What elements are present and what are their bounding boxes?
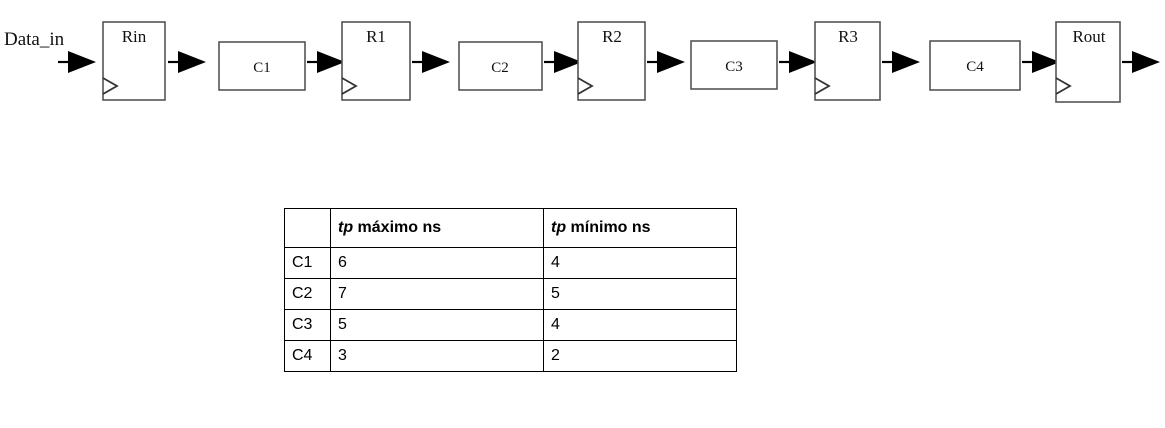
cell-c3-max: 5 (330, 309, 544, 341)
arrow-c2-to-r2 (542, 49, 584, 75)
comb-block-c1: C1 (218, 41, 306, 91)
register-block-r1: R1 (341, 21, 411, 101)
register-label-rout: Rout (1072, 27, 1105, 46)
column-header-tp-min-text: mínimo ns (566, 218, 651, 236)
table-row: C1 6 4 (284, 247, 737, 279)
arrow-r1-to-c2 (410, 49, 452, 75)
register-label-rin: Rin (122, 27, 147, 46)
pipeline-diagram: Data_in Rin C1 R1 (0, 0, 1165, 130)
arrow-c3-to-r3 (777, 49, 819, 75)
register-block-rout: Rout (1055, 21, 1121, 103)
table-row: C3 5 4 (284, 309, 737, 341)
row-header-c3: C3 (284, 309, 331, 341)
cell-c1-min: 4 (543, 247, 737, 279)
column-header-tp-min: tp mínimo ns (543, 208, 737, 248)
register-block-r2: R2 (577, 21, 646, 101)
table-row: C4 3 2 (284, 340, 737, 372)
comb-label-c3: C3 (725, 59, 743, 75)
arrow-c1-to-r1 (305, 49, 347, 75)
table-corner-cell (284, 208, 331, 248)
register-label-r1: R1 (366, 27, 386, 46)
cell-c4-max: 3 (330, 340, 544, 372)
cell-c2-min: 5 (543, 278, 737, 310)
table-row: C2 7 5 (284, 278, 737, 310)
arrow-r3-to-c4 (880, 49, 922, 75)
comb-label-c4: C4 (966, 59, 984, 75)
row-header-c1: C1 (284, 247, 331, 279)
register-block-r3: R3 (814, 21, 881, 101)
column-header-tp-max-text: máximo ns (353, 218, 442, 236)
arrow-rin-to-c1 (166, 49, 208, 75)
arrow-rout-to-output (1120, 49, 1162, 75)
arrow-r2-to-c3 (645, 49, 687, 75)
comb-block-c3: C3 (690, 40, 778, 90)
cell-c1-max: 6 (330, 247, 544, 279)
column-header-tp-min-symbol: tp (551, 218, 567, 236)
row-header-c2: C2 (284, 278, 331, 310)
register-block-rin: Rin (102, 21, 166, 101)
cell-c2-max: 7 (330, 278, 544, 310)
cell-c4-min: 2 (543, 340, 737, 372)
row-header-c4: C4 (284, 340, 331, 372)
cell-c3-min: 4 (543, 309, 737, 341)
pipeline-diagram-svg: Data_in Rin C1 R1 (4, 21, 1162, 103)
comb-block-c4: C4 (929, 40, 1021, 91)
timing-table-container: tp máximo ns tp mínimo ns C1 6 4 C2 7 5 … (284, 208, 737, 372)
column-header-tp-max-symbol: tp (338, 218, 354, 236)
register-label-r3: R3 (838, 27, 858, 46)
timing-table: tp máximo ns tp mínimo ns C1 6 4 C2 7 5 … (284, 208, 737, 372)
comb-label-c1: C1 (253, 60, 271, 76)
register-label-r2: R2 (602, 27, 622, 46)
column-header-tp-max: tp máximo ns (330, 208, 544, 248)
comb-block-c2: C2 (458, 41, 543, 91)
input-signal-label: Data_in (4, 29, 65, 50)
comb-label-c2: C2 (491, 60, 509, 76)
arrow-datain-to-rin (56, 49, 98, 75)
table-header-row: tp máximo ns tp mínimo ns (284, 208, 737, 248)
arrow-c4-to-rout (1020, 49, 1062, 75)
